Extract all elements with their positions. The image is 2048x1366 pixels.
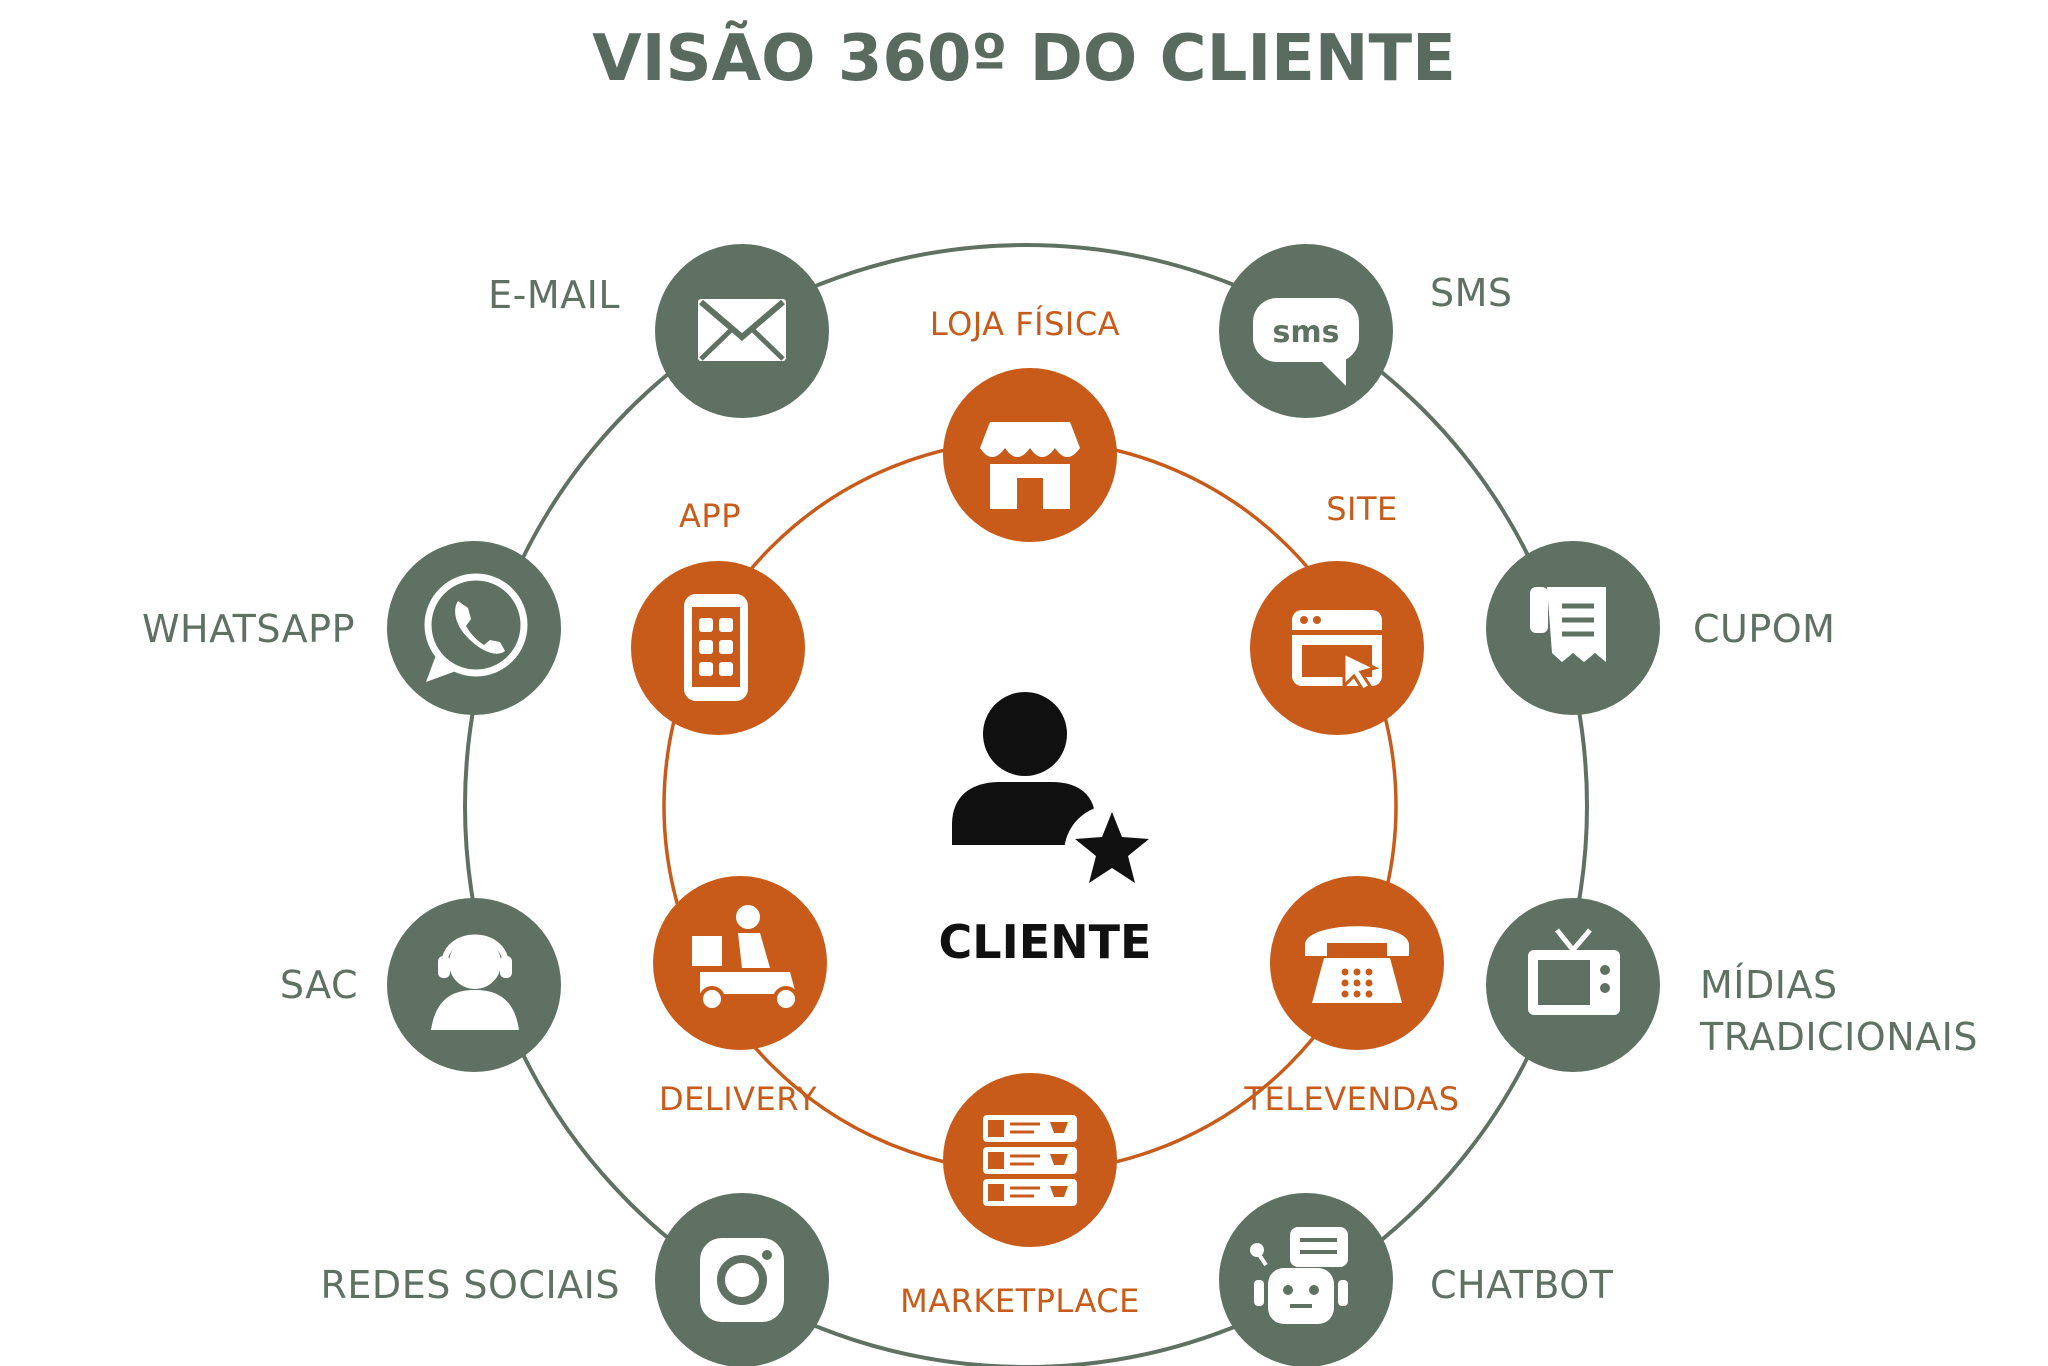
inner-label-site: SITE [1326,490,1398,528]
outer-node-midias [1486,898,1660,1072]
inner-label-delivery: DELIVERY [659,1080,817,1118]
outer-label-midias-line2: TRADICIONAIS [1699,1015,1978,1059]
outer-label-sms: SMS [1430,271,1513,315]
outer-label-midias: MÍDIAS [1700,963,1838,1007]
storefront-icon [980,422,1080,509]
outer-node-sac [387,898,561,1072]
chatbot-icon [1250,1227,1348,1324]
outer-label-cupom: CUPOM [1693,607,1835,651]
outer-node-sms: sms [1219,244,1393,418]
outer-label-email: E-MAIL [488,273,620,317]
marketplace-grid-icon [983,1115,1077,1206]
inner-node-marketplace [943,1073,1117,1247]
telephone-icon [1305,926,1409,1003]
mobile-app-icon [684,594,748,701]
delivery-scooter-icon [692,905,799,1012]
page-title: VISÃO 360º DO CLIENTE [592,20,1456,96]
outer-label-whatsapp: WHATSAPP [142,607,355,651]
inner-node-delivery [653,876,827,1050]
outer-label-chatbot: CHATBOT [1430,1263,1614,1307]
outer-node-cupom [1486,541,1660,715]
inner-node-loja-fisica [943,368,1117,542]
center-label: CLIENTE [939,915,1152,969]
outer-node-chatbot [1219,1193,1393,1366]
inner-label-marketplace: MARKETPLACE [900,1282,1140,1320]
browser-click-icon [1292,610,1382,693]
outer-node-redes-sociais [655,1193,829,1366]
tv-icon [1528,928,1620,1015]
inner-node-app [631,561,805,735]
instagram-icon [700,1238,784,1322]
outer-label-sac: SAC [280,963,358,1007]
outer-ring [463,243,1589,1366]
inner-node-televendas [1270,876,1444,1050]
sms-bubble-icon: sms [1253,298,1359,386]
inner-label-televendas: TELEVENDAS [1243,1080,1459,1118]
inner-label-loja-fisica: LOJA FÍSICA [930,305,1120,343]
inner-node-site [1250,561,1424,735]
headset-agent-icon [431,934,519,1030]
outer-node-whatsapp [387,541,561,715]
svg-text:sms: sms [1273,315,1340,350]
inner-label-app: APP [679,497,741,535]
outer-label-redes-sociais: REDES SOCIAIS [321,1263,620,1307]
whatsapp-icon [424,573,528,682]
envelope-icon [698,299,786,361]
receipt-icon [1530,587,1606,662]
outer-node-email [655,244,829,418]
user-star-icon [952,692,1160,901]
